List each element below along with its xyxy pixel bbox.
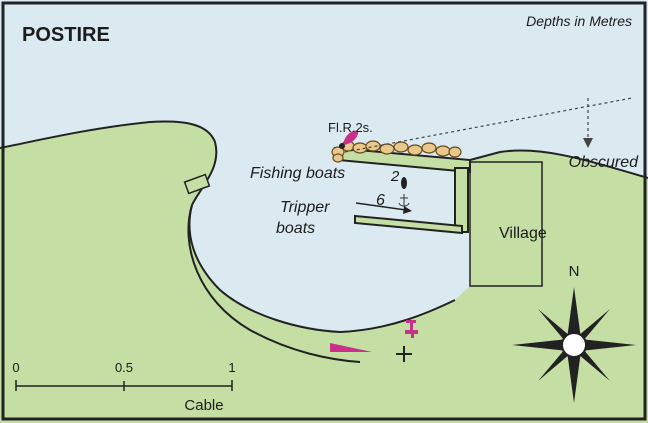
church-icon	[396, 346, 412, 362]
central-mole	[454, 167, 469, 233]
coastline	[0, 120, 456, 334]
south-pier	[354, 214, 463, 235]
west-jetty	[183, 173, 211, 195]
breakwater-rocks	[331, 140, 462, 163]
scale-unit-label: Cable	[184, 397, 223, 414]
tripper-boats-label-line1: Tripper	[280, 199, 330, 216]
compass-rose-icon	[512, 287, 636, 403]
village-label: Village	[499, 225, 547, 242]
map-title: POSTIRE	[22, 24, 110, 46]
tripper-arrow-line	[355, 202, 407, 211]
scale-tick-0: 0	[12, 360, 19, 375]
village-block	[469, 161, 543, 287]
water-tap-icon	[405, 320, 418, 338]
scale-tick-1: 1	[228, 360, 235, 375]
coastline-east	[469, 149, 648, 179]
sounding-6: 6	[376, 192, 385, 209]
scale-bar	[15, 380, 233, 391]
depth-note: Depths in Metres	[526, 13, 632, 29]
sounding-2: 2	[390, 168, 400, 185]
fishing-boats-label: Fishing boats	[250, 165, 345, 182]
north-label: N	[569, 263, 580, 280]
slipway-icon	[330, 343, 372, 352]
scale-tick-05: 0.5	[115, 360, 133, 375]
land-area	[0, 121, 648, 423]
mooring-buoy	[401, 177, 407, 189]
tripper-arrow-head	[403, 206, 412, 214]
light-sector-line	[344, 97, 633, 153]
light-characteristic-label: Fl.R.2s.	[328, 120, 373, 135]
light-flare-icon	[339, 130, 359, 149]
obscured-label: Obscured	[569, 154, 639, 171]
harbour-inner-shore	[187, 204, 361, 363]
obscured-arrow-head	[583, 138, 593, 148]
tripper-boats-label-line2: boats	[276, 220, 315, 237]
